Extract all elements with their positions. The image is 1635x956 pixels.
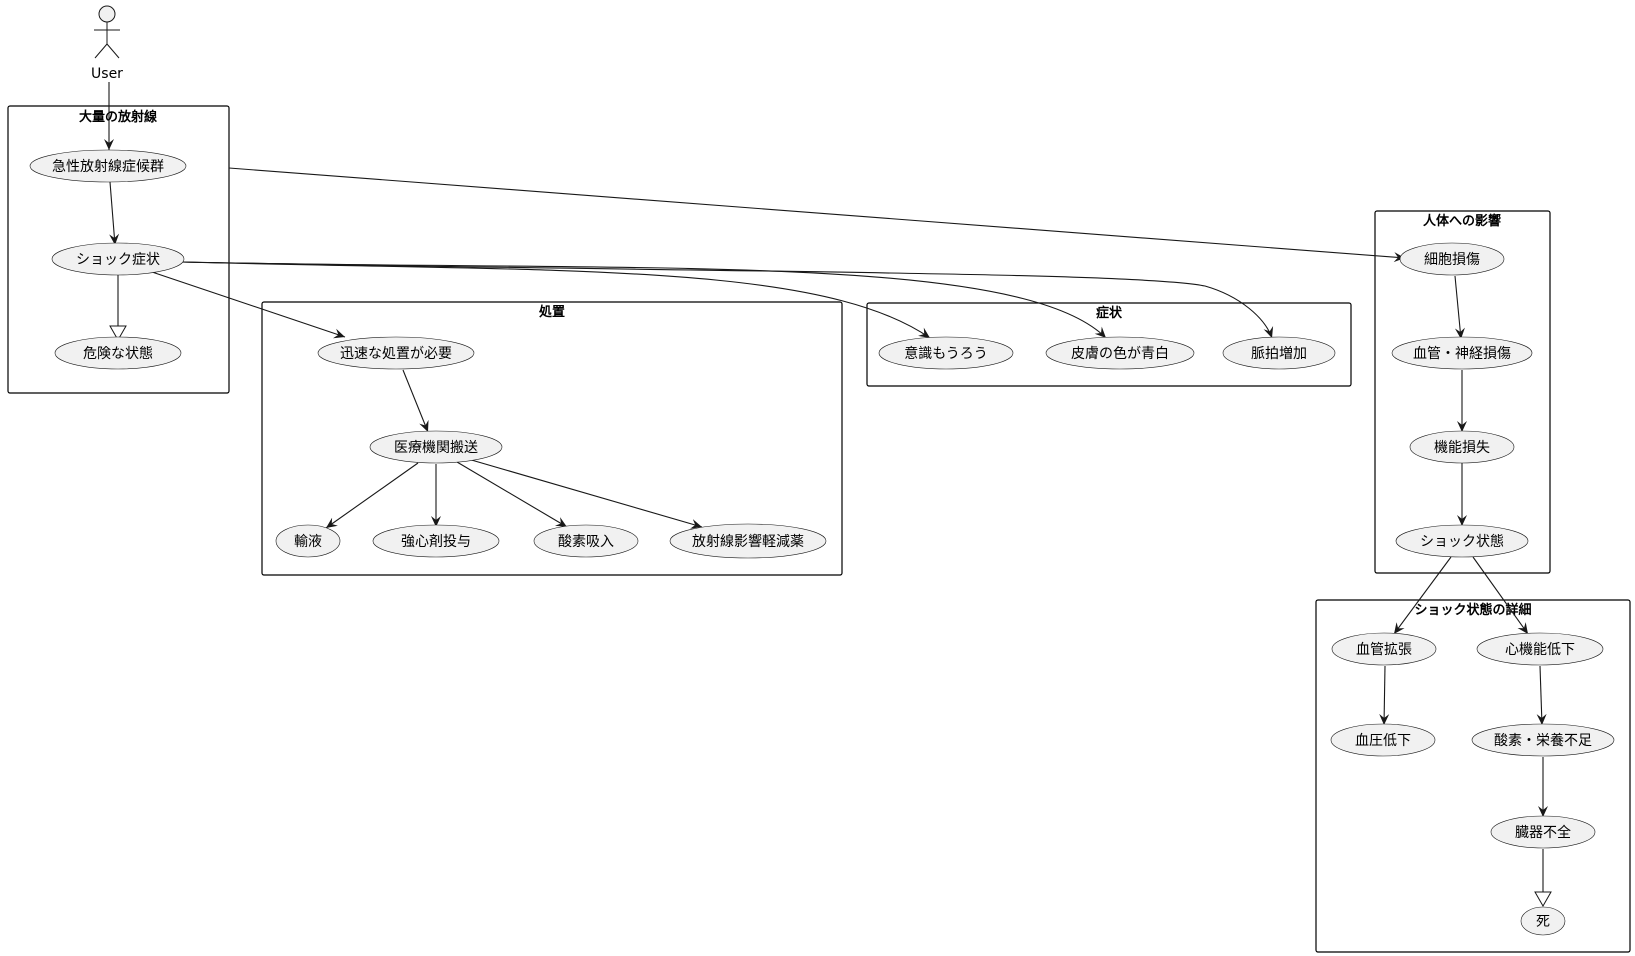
- usecase-pale-skin: 皮膚の色が青白: [1045, 336, 1195, 370]
- usecase-label: 機能損失: [1434, 440, 1490, 456]
- usecase-label: 皮膚の色が青白: [1071, 345, 1169, 362]
- usecase-cell-damage: 細胞損傷: [1399, 242, 1505, 276]
- package-radiation: 大量の放射線: [7, 105, 230, 394]
- edge-shock-urgent: [151, 271, 346, 339]
- edge-transport-drug: [467, 458, 703, 529]
- usecase-consciousness: 意識もうろう: [878, 336, 1014, 370]
- package-radiation-title: 大量の放射線: [79, 109, 158, 125]
- edge-transport-infusion: [325, 462, 419, 529]
- edge-transport-oxygen: [456, 461, 568, 528]
- edge-cell-vessel: [1454, 275, 1465, 340]
- usecase-radiation-drug: 放射線影響軽減薬: [669, 523, 827, 559]
- usecase-label: 強心剤投与: [401, 534, 471, 550]
- usecase-label: 細胞損傷: [1424, 252, 1480, 268]
- usecase-dangerous-state: 危険な状態: [54, 336, 182, 370]
- usecase-label: 危険な状態: [83, 346, 153, 362]
- usecase-infusion: 輸液: [275, 524, 341, 558]
- edge-vasodilation-bp: [1379, 665, 1390, 726]
- usecase-label: 血管・神経損傷: [1413, 346, 1511, 362]
- package-symptoms-title: 症状: [1096, 305, 1123, 321]
- edge-urgent-transport: [402, 369, 429, 433]
- usecase-pulse-increase: 脈拍増加: [1222, 336, 1336, 370]
- package-shock-detail: ショック状態の詳細: [1315, 599, 1631, 953]
- usecase-label: 迅速な処置が必要: [340, 346, 452, 362]
- usecase-label: 放射線影響軽減薬: [692, 533, 804, 550]
- usecase-blood-pressure-drop: 血圧低下: [1330, 723, 1436, 757]
- edge-cardiac-oxygen: [1536, 665, 1547, 726]
- package-treatment-title: 処置: [538, 304, 565, 320]
- usecase-label: ショック症状: [76, 252, 160, 268]
- edge-shockstate-vasodilation: [1393, 556, 1452, 635]
- package-effects: 人体への影響: [1374, 210, 1551, 574]
- package-effects-title: 人体への影響: [1423, 213, 1501, 229]
- edge-shock-pale: [181, 261, 1107, 339]
- usecase-function-loss: 機能損失: [1409, 430, 1515, 464]
- usecase-label: 心機能低下: [1505, 642, 1575, 658]
- usecase-oxygen-nutrition-lack: 酸素・栄養不足: [1471, 723, 1615, 757]
- usecase-death: 死: [1520, 906, 1566, 936]
- package-shock-detail-title: ショック状態の詳細: [1414, 602, 1531, 618]
- usecase-label: 酸素吸入: [558, 534, 614, 550]
- usecase-shock-state: ショック状態: [1395, 524, 1529, 558]
- usecase-vessel-nerve-damage: 血管・神経損傷: [1391, 336, 1533, 370]
- usecase-transport: 医療機関搬送: [369, 430, 503, 464]
- usecase-label: 輸液: [294, 534, 322, 550]
- edge-shockstate-cardiac: [1472, 556, 1529, 635]
- usecase-oxygen-inhalation: 酸素吸入: [533, 524, 639, 558]
- usecase-vasodilation: 血管拡張: [1331, 632, 1437, 666]
- actor-user: User: [91, 5, 123, 82]
- usecase-shock-symptoms: ショック症状: [51, 242, 185, 276]
- usecase-label: 臓器不全: [1515, 824, 1571, 841]
- edge-radiation-cell: [228, 167, 1406, 263]
- usecase-label: 酸素・栄養不足: [1494, 732, 1592, 749]
- package-symptoms: 症状: [866, 302, 1352, 387]
- usecase-label: ショック状態: [1420, 534, 1504, 550]
- usecase-label: 医療機関搬送: [394, 439, 478, 456]
- usecase-label: 脈拍増加: [1251, 346, 1307, 362]
- edge-acute-shock: [109, 181, 120, 246]
- usecase-label: 急性放射線症候群: [52, 159, 164, 175]
- edge-shock-pulse: [181, 261, 1274, 339]
- usecase-cardiotonic: 強心剤投与: [372, 524, 500, 558]
- usecase-cardiac-decline: 心機能低下: [1476, 632, 1604, 666]
- usecase-urgent-treatment: 迅速な処置が必要: [317, 336, 475, 370]
- usecase-organ-failure: 臓器不全: [1490, 815, 1596, 849]
- usecase-label: 血圧低下: [1355, 733, 1411, 749]
- usecase-label: 血管拡張: [1356, 642, 1412, 658]
- usecase-label: 死: [1536, 914, 1550, 930]
- actor-user-label: User: [91, 66, 123, 82]
- usecase-label: 意識もうろう: [904, 345, 988, 362]
- usecase-acute-radiation-syndrome: 急性放射線症候群: [29, 149, 187, 183]
- edge-shock-consciousness: [181, 261, 931, 339]
- edges: [104, 82, 1552, 908]
- package-treatment: 処置: [261, 301, 843, 576]
